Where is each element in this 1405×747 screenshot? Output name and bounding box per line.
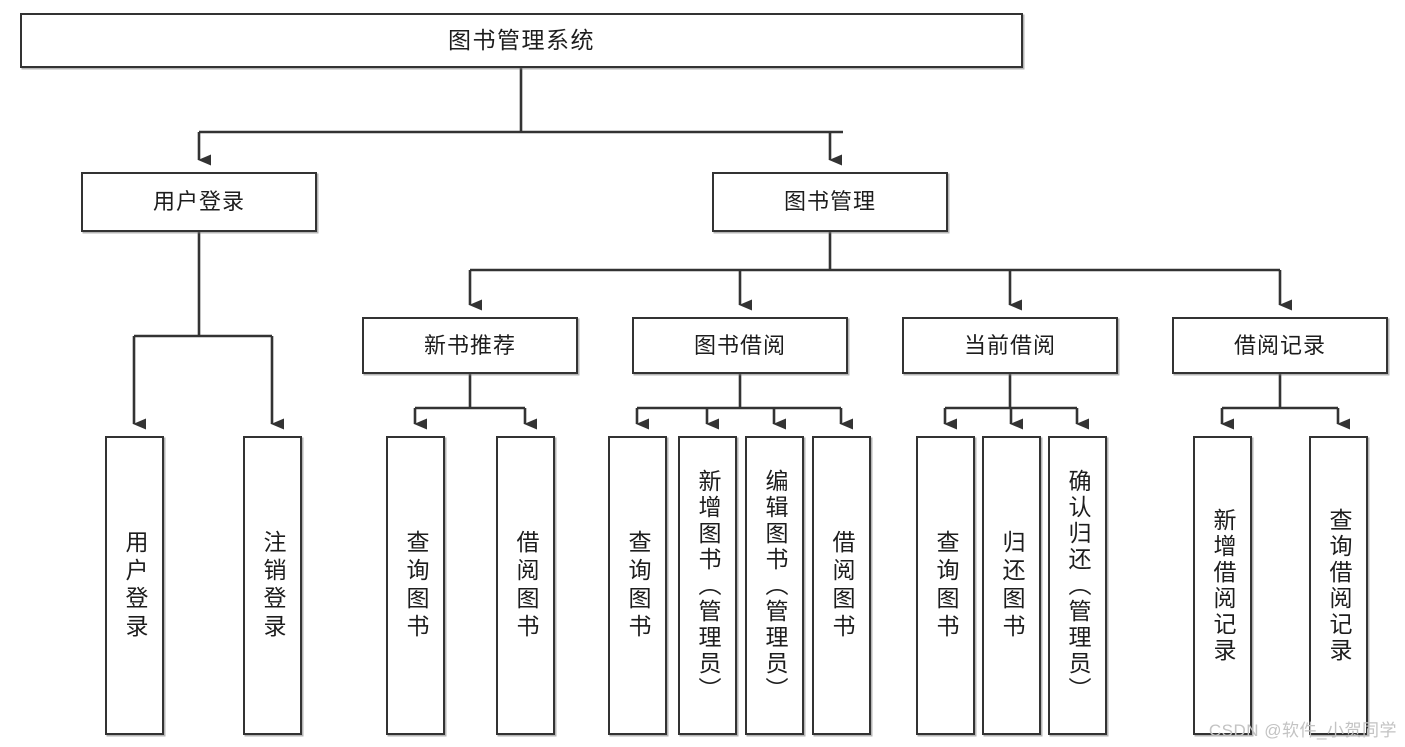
node-label: 用户登录 bbox=[122, 529, 148, 642]
node-label: 用户登录 bbox=[152, 189, 245, 215]
node-label: 图书管理系统 bbox=[448, 26, 595, 53]
node-label: 借阅图书 bbox=[513, 529, 539, 642]
node-label: 新增借阅记录 bbox=[1210, 507, 1236, 664]
node-label: 查询图书 bbox=[933, 529, 959, 642]
node-label: 确认归还（管理员） bbox=[1065, 468, 1091, 703]
node-user-login[interactable]: 用户登录 bbox=[81, 172, 317, 232]
node-label: 查询图书 bbox=[403, 529, 429, 642]
leaf-record-add[interactable]: 新增借阅记录 bbox=[1193, 436, 1252, 735]
leaf-user-login-logout[interactable]: 注销登录 bbox=[243, 436, 302, 735]
node-label: 图书管理 bbox=[783, 189, 876, 215]
node-label: 借阅记录 bbox=[1233, 332, 1326, 358]
leaf-user-login-login[interactable]: 用户登录 bbox=[105, 436, 164, 735]
leaf-borrow-edit-book-admin[interactable]: 编辑图书（管理员） bbox=[745, 436, 804, 735]
node-label: 当前借阅 bbox=[963, 332, 1056, 358]
leaf-new-book-query[interactable]: 查询图书 bbox=[386, 436, 445, 735]
leaf-current-return-book[interactable]: 归还图书 bbox=[982, 436, 1041, 735]
leaf-borrow-borrow-book[interactable]: 借阅图书 bbox=[812, 436, 871, 735]
node-borrow-record[interactable]: 借阅记录 bbox=[1172, 317, 1388, 374]
leaf-current-query-book[interactable]: 查询图书 bbox=[916, 436, 975, 735]
node-label: 新增图书（管理员） bbox=[695, 468, 721, 703]
csdn-watermark: CSDN @软件_小贺同学 bbox=[1208, 721, 1397, 740]
leaf-borrow-add-book-admin[interactable]: 新增图书（管理员） bbox=[678, 436, 737, 735]
node-label: 借阅图书 bbox=[829, 529, 855, 642]
leaf-current-confirm-return-admin[interactable]: 确认归还（管理员） bbox=[1048, 436, 1107, 735]
node-label: 归还图书 bbox=[999, 529, 1025, 642]
node-label: 查询借阅记录 bbox=[1326, 507, 1352, 664]
node-label: 新书推荐 bbox=[423, 332, 516, 358]
node-new-book-recommend[interactable]: 新书推荐 bbox=[362, 317, 578, 374]
node-label: 查询图书 bbox=[625, 529, 651, 642]
node-book-management[interactable]: 图书管理 bbox=[712, 172, 948, 232]
node-label: 编辑图书（管理员） bbox=[762, 468, 788, 703]
node-label: 图书借阅 bbox=[693, 332, 786, 358]
leaf-new-book-borrow[interactable]: 借阅图书 bbox=[496, 436, 555, 735]
leaf-record-query[interactable]: 查询借阅记录 bbox=[1309, 436, 1368, 735]
node-root-system[interactable]: 图书管理系统 bbox=[20, 13, 1023, 68]
leaf-borrow-query-book[interactable]: 查询图书 bbox=[608, 436, 667, 735]
node-current-borrow[interactable]: 当前借阅 bbox=[902, 317, 1118, 374]
node-label: 注销登录 bbox=[260, 529, 286, 642]
node-book-borrow[interactable]: 图书借阅 bbox=[632, 317, 848, 374]
